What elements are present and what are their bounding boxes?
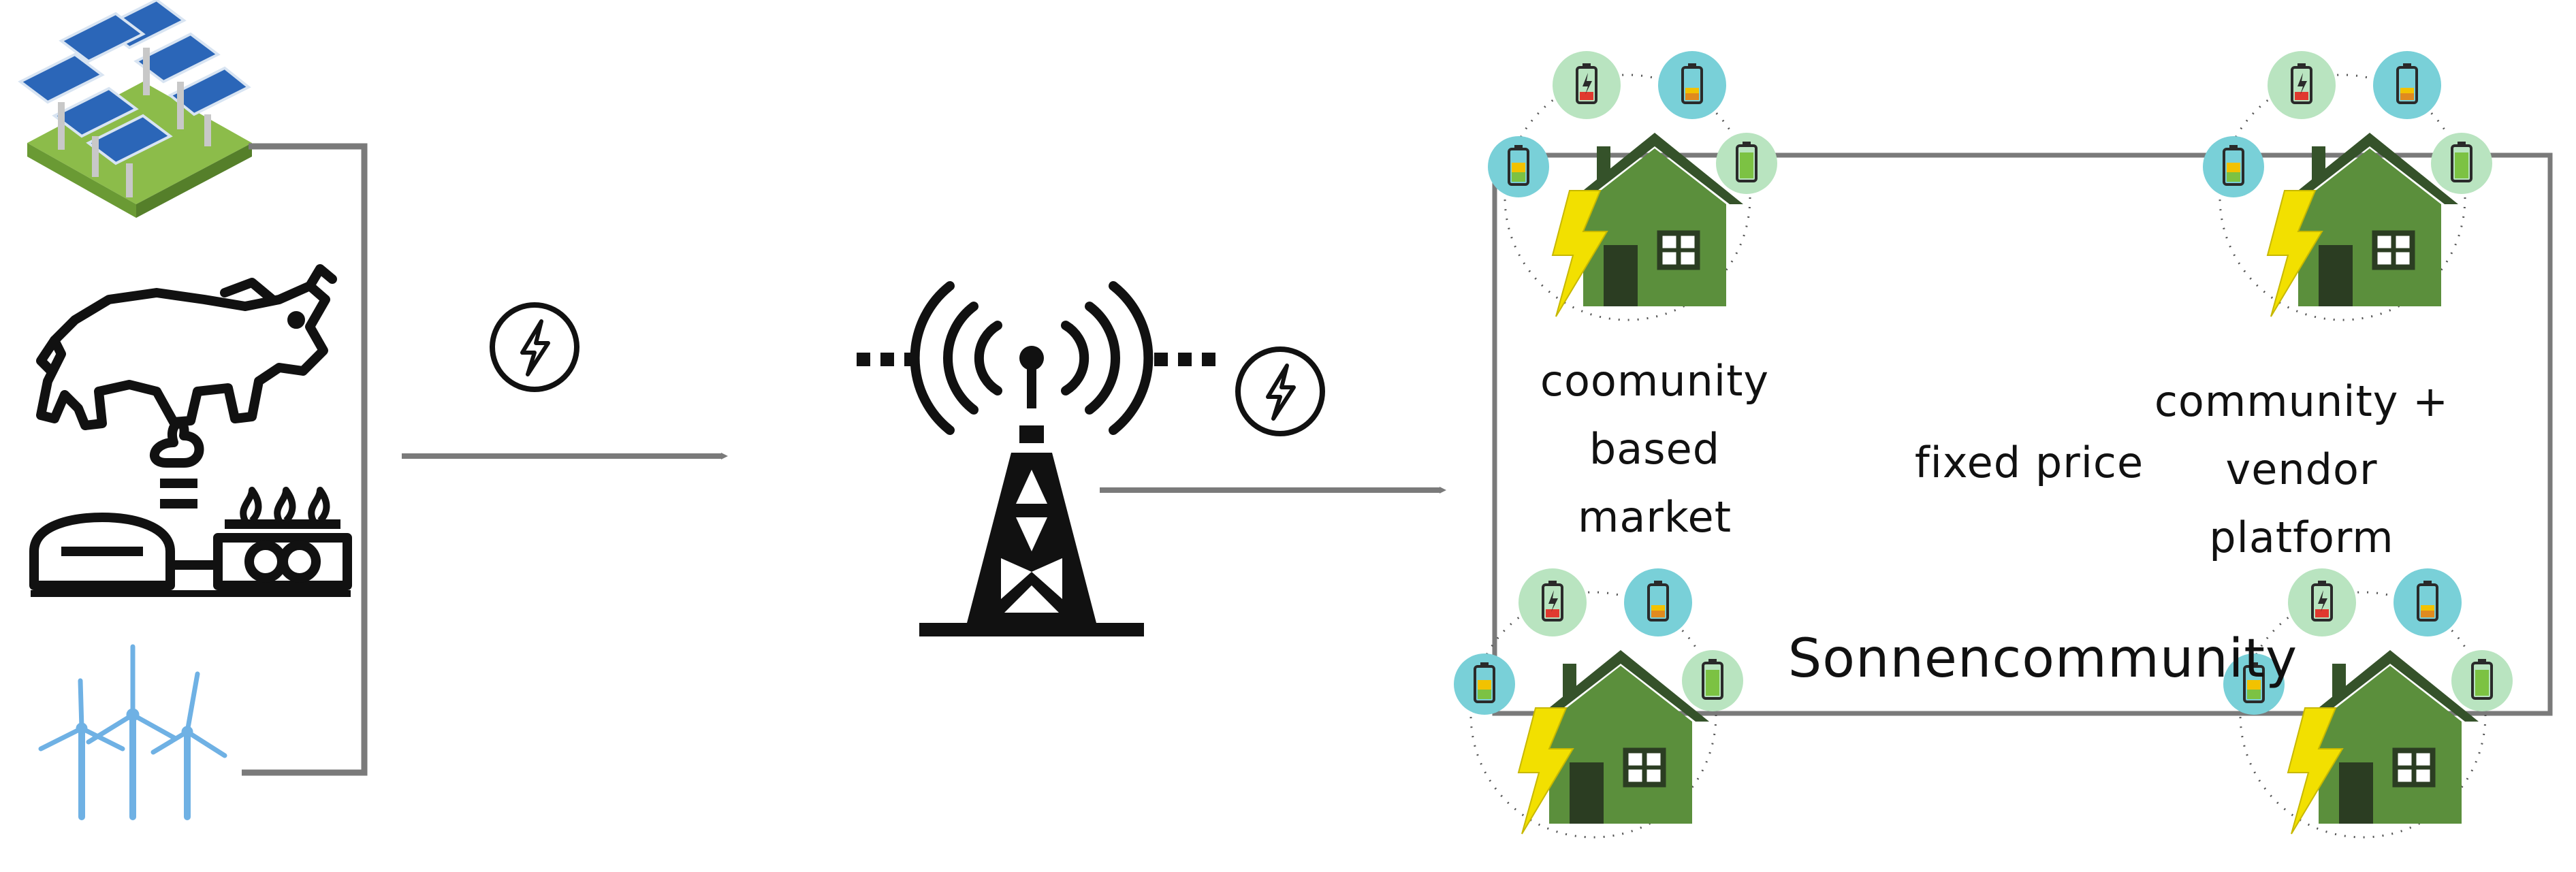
wind-turbines-icon [38,644,227,820]
bull-icon [36,264,337,430]
house-icon [1486,50,1779,321]
lightning-circle-icon [1238,349,1322,434]
house-icon [1452,567,1745,839]
source-bracket [242,143,368,776]
sonnencommunity-label: Sonnencommunity [1787,628,2298,690]
community-market-label: coomunity based market [1540,356,1770,542]
biogas-plant-icon [29,419,352,597]
fixed-price-label: fixed price [1914,438,2144,487]
vendor-platform-label: community + vendor platform [2154,376,2449,562]
house-icon [2201,50,2494,321]
sonnencommunity-box [1492,152,2553,716]
house-icon [2222,567,2514,839]
radio-tower-icon [857,281,1215,636]
solar-farm-icon [18,0,252,218]
lightning-circle-icon [492,305,577,389]
